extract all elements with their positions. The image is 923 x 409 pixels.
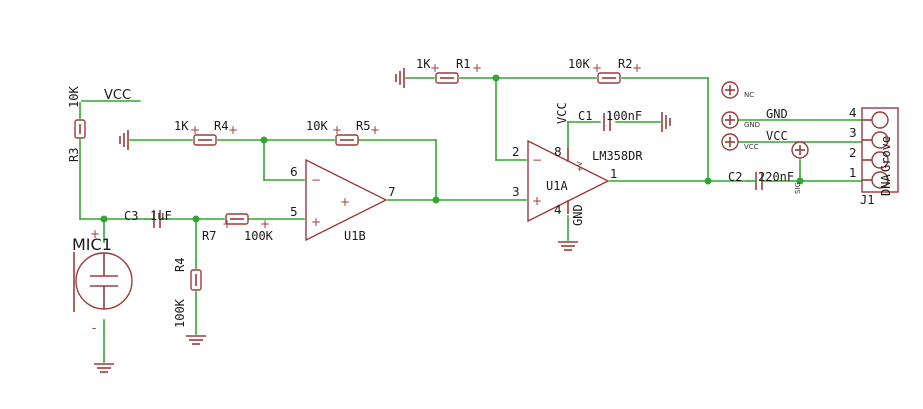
svg-text:6: 6 xyxy=(290,165,298,179)
svg-text:GND: GND xyxy=(744,121,760,129)
svg-text:1K: 1K xyxy=(174,119,189,133)
svg-text:1K: 1K xyxy=(416,57,431,71)
svg-text:3: 3 xyxy=(849,126,857,140)
svg-text:R1: R1 xyxy=(456,57,470,71)
svg-text:10K: 10K xyxy=(568,57,590,71)
testpoint-sig: SIG xyxy=(791,141,809,194)
resistor-r4-bias: R4 100K xyxy=(173,258,202,328)
ground-symbol-r4 xyxy=(186,335,206,345)
capacitor-c1: C1 100nF xyxy=(578,109,642,131)
svg-text:5: 5 xyxy=(290,205,298,219)
resistor-r1: 1K R1 xyxy=(416,57,470,84)
svg-text:+: + xyxy=(190,123,200,137)
svg-text:+: + xyxy=(332,123,342,137)
svg-text:+: + xyxy=(340,195,350,209)
svg-text:−: − xyxy=(532,153,542,167)
svg-text:+: + xyxy=(311,215,321,229)
svg-text:+: + xyxy=(472,61,482,75)
svg-text:J1: J1 xyxy=(860,193,874,207)
resistor-r7: R7 100K xyxy=(202,213,274,243)
capacitor-c2: C2 220nF xyxy=(728,170,794,190)
svg-text:+: + xyxy=(370,123,380,137)
svg-text:100K: 100K xyxy=(173,298,187,328)
resistor-r5: 10K R5 xyxy=(306,119,370,146)
svg-text:Grove: Grove xyxy=(879,136,893,172)
svg-text:+: + xyxy=(260,217,270,231)
vcc-net-label: VCC xyxy=(104,88,131,103)
pin-markers: + + + + + + + + + + xyxy=(190,61,642,231)
svg-text:−: − xyxy=(311,173,321,187)
capacitor-c3: C3 1uF xyxy=(124,209,172,228)
svg-text:1: 1 xyxy=(610,167,618,181)
svg-text:C1: C1 xyxy=(578,109,592,123)
ground-symbol-r1 xyxy=(395,68,405,88)
svg-text:100nF: 100nF xyxy=(606,109,642,123)
svg-text:GND: GND xyxy=(571,204,585,226)
svg-text:4: 4 xyxy=(554,203,562,217)
svg-text:2: 2 xyxy=(512,145,520,159)
grove-connector-j1: 4 3 2 1 Grove DNA J1 xyxy=(849,106,899,207)
resistor-r3: 10K R3 xyxy=(67,86,86,162)
ground-symbol-u1a xyxy=(558,241,578,251)
svg-text:NC: NC xyxy=(744,91,754,99)
svg-text:+V: +V xyxy=(576,161,584,172)
testpoint-gnd: GND GND xyxy=(721,107,788,129)
resistor-r4-feedback: 1K R4 xyxy=(174,119,228,146)
svg-text:+: + xyxy=(430,61,440,75)
ground-symbol-left xyxy=(119,130,129,150)
svg-text:LM358DR: LM358DR xyxy=(592,149,643,163)
svg-text:GND: GND xyxy=(766,107,788,121)
svg-text:1uF: 1uF xyxy=(150,209,172,223)
microphone-mic1: MIC1 + - xyxy=(72,227,133,335)
svg-text:10K: 10K xyxy=(306,119,328,133)
svg-text:+: + xyxy=(222,217,232,231)
svg-text:C3: C3 xyxy=(124,209,138,223)
svg-text:220nF: 220nF xyxy=(758,170,794,184)
svg-text:10K: 10K xyxy=(67,86,81,108)
ground-symbol-mic xyxy=(94,363,114,373)
ground-symbol-c1 xyxy=(661,112,671,132)
svg-text:R4: R4 xyxy=(173,258,187,272)
svg-text:3: 3 xyxy=(512,185,520,199)
svg-text:R2: R2 xyxy=(618,57,632,71)
resistor-r2: 10K R2 xyxy=(568,57,632,84)
svg-text:VCC: VCC xyxy=(555,102,569,124)
testpoint-vcc: VCC VCC xyxy=(721,129,788,151)
svg-text:+: + xyxy=(592,61,602,75)
svg-text:U1A: U1A xyxy=(546,179,568,193)
opamp-u1a: − + 2 3 1 8 4 LM358DR U1A VCC GND +V xyxy=(512,102,643,226)
svg-text:100K: 100K xyxy=(244,229,274,243)
svg-text:+: + xyxy=(632,61,642,75)
svg-text:7: 7 xyxy=(388,185,396,199)
svg-text:1: 1 xyxy=(849,166,857,180)
svg-text:VCC: VCC xyxy=(766,129,788,143)
svg-text:2: 2 xyxy=(849,146,857,160)
svg-text:R5: R5 xyxy=(356,119,370,133)
junctions xyxy=(100,74,804,223)
opamp-u1b: − + + 6 5 7 U1B xyxy=(290,158,396,243)
svg-text:VCC: VCC xyxy=(744,143,759,151)
svg-text:C2: C2 xyxy=(728,170,742,184)
svg-text:U1B: U1B xyxy=(344,229,366,243)
svg-text:DNA: DNA xyxy=(879,174,893,196)
svg-text:+: + xyxy=(90,227,100,241)
svg-text:4: 4 xyxy=(849,106,857,120)
svg-text:8: 8 xyxy=(554,145,562,159)
svg-text:SIG: SIG xyxy=(794,182,802,194)
svg-text:R3: R3 xyxy=(67,148,81,162)
svg-text:+: + xyxy=(228,123,238,137)
svg-text:R7: R7 xyxy=(202,229,216,243)
svg-text:R4: R4 xyxy=(214,119,228,133)
svg-text:-: - xyxy=(92,321,96,335)
testpoint-nc: NC xyxy=(721,81,754,99)
svg-text:MIC1: MIC1 xyxy=(72,235,112,254)
svg-text:+: + xyxy=(532,194,542,208)
